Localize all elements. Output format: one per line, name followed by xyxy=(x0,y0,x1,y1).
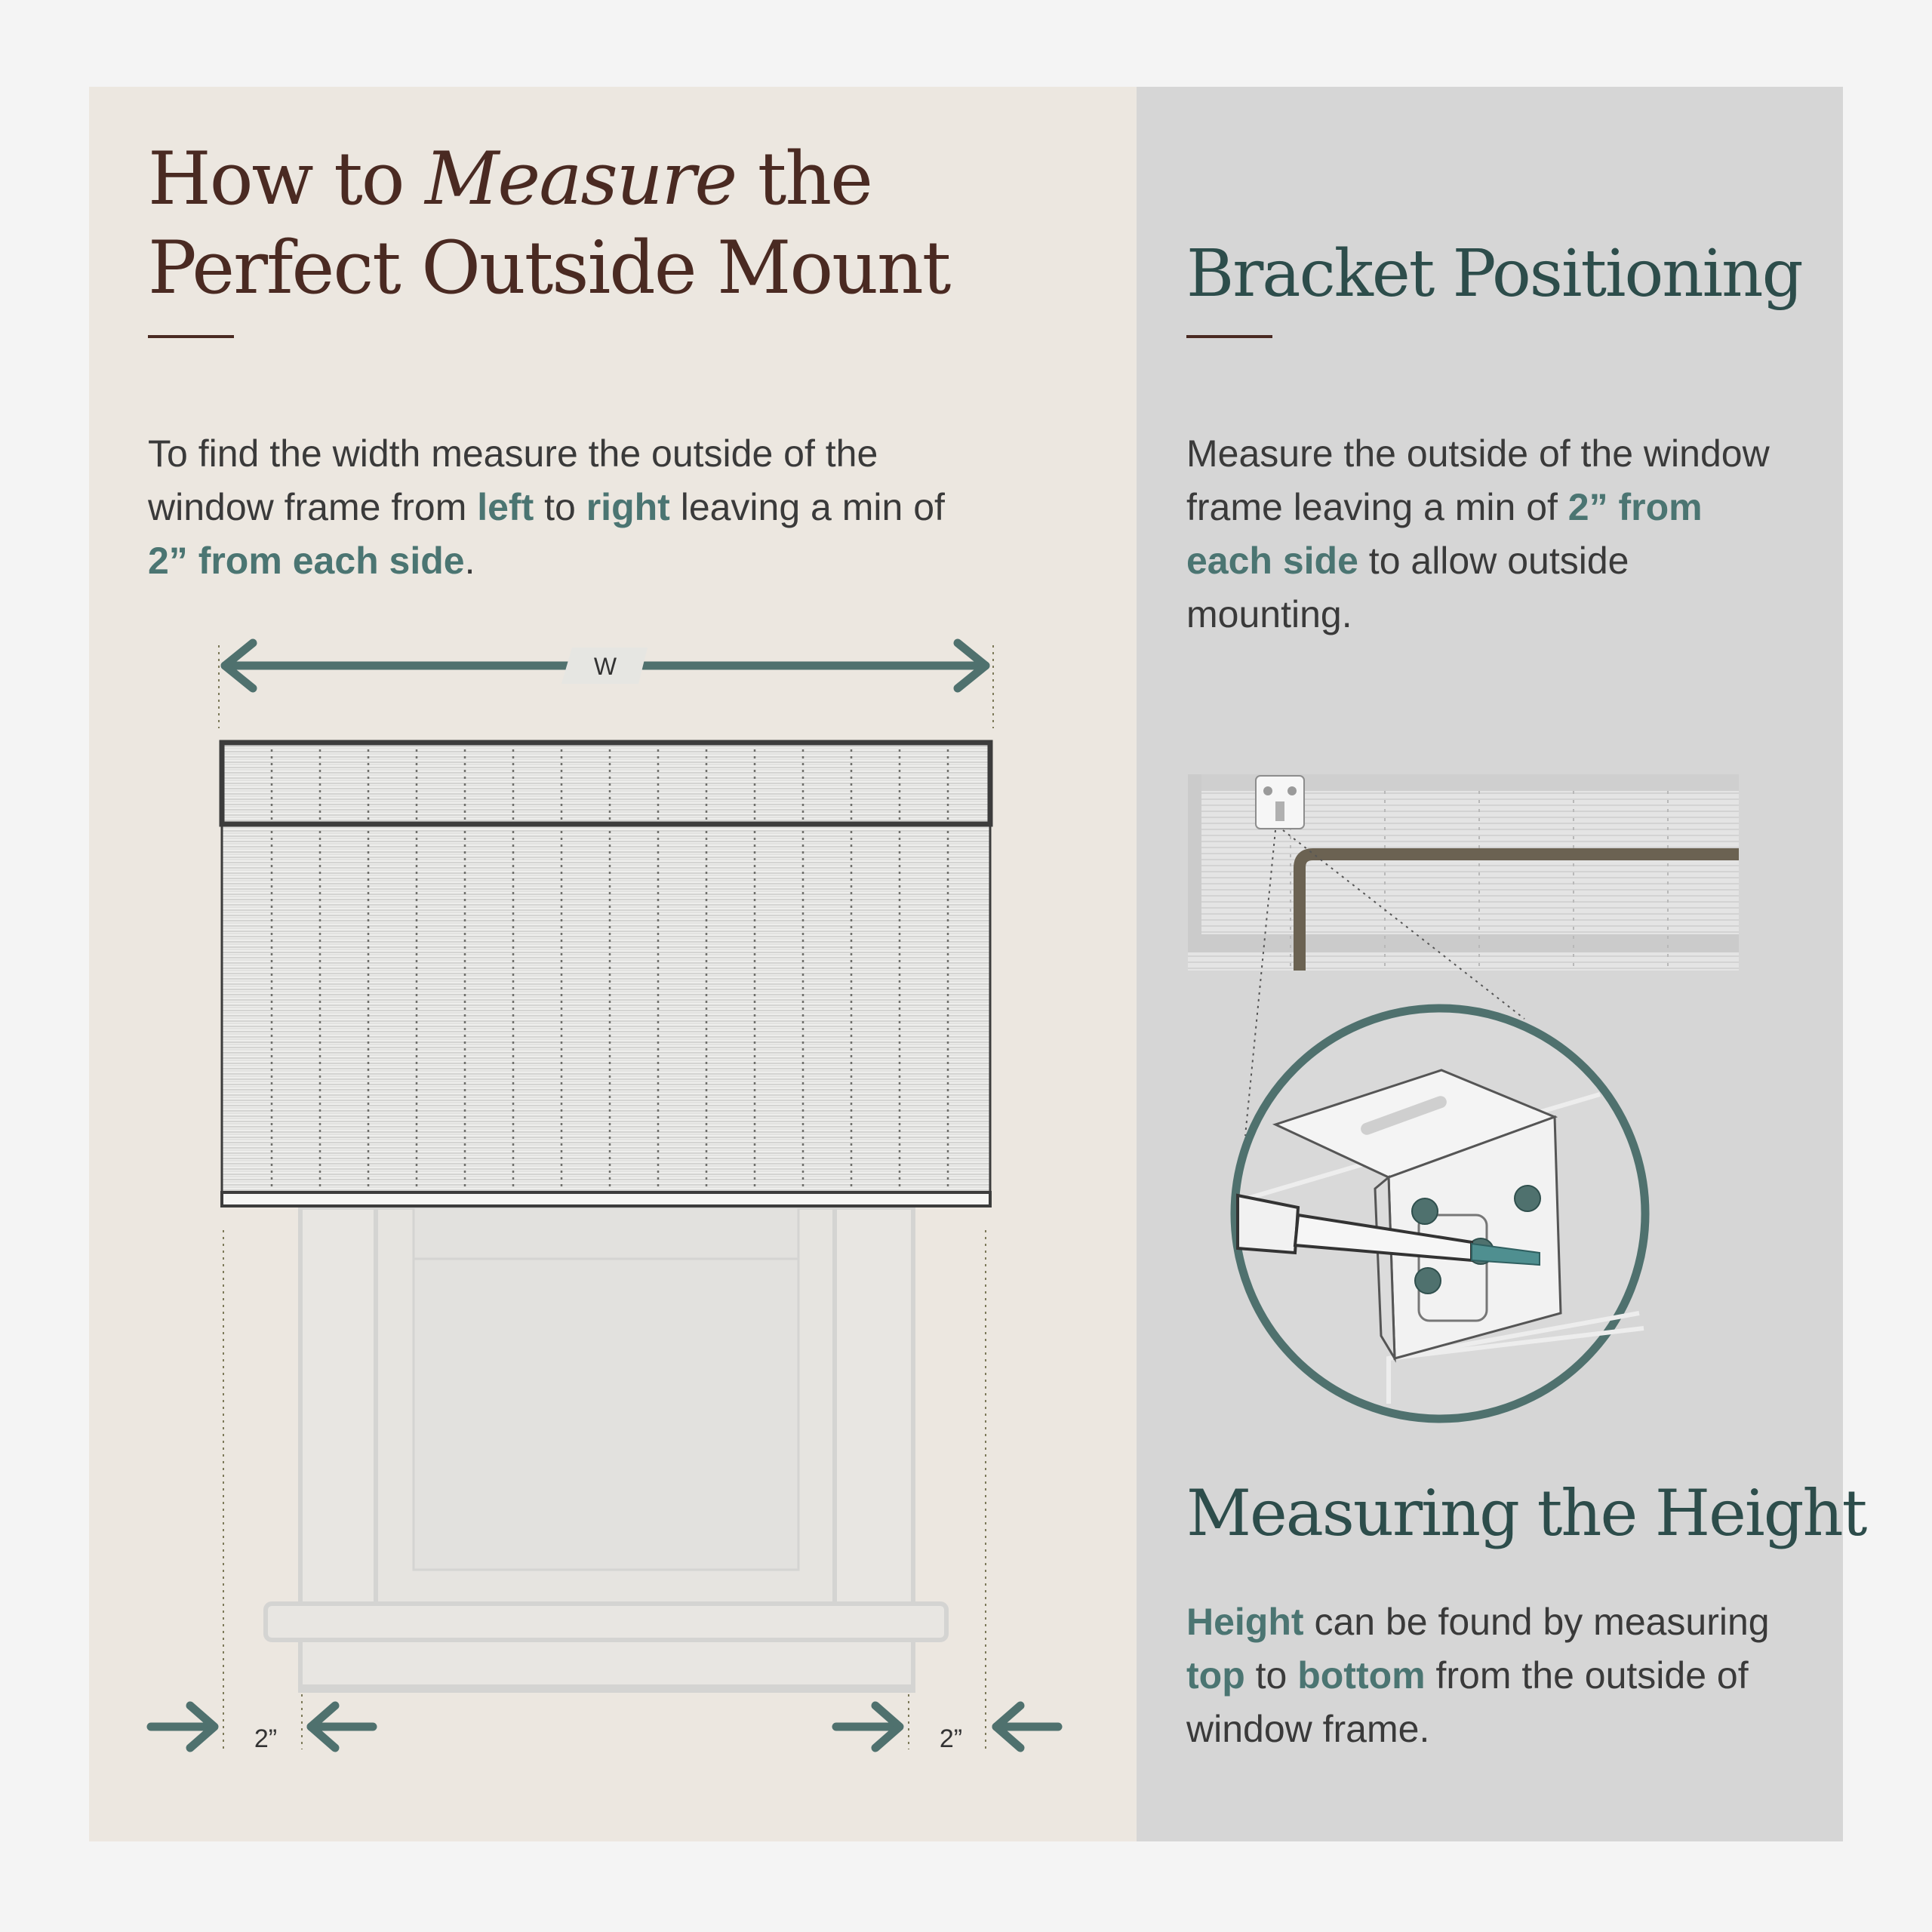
width-instructions: To find the width measure the outside of… xyxy=(148,432,945,582)
window-frame-illustration xyxy=(263,1205,949,1693)
bracket-closeup-illustration xyxy=(1230,1004,1650,1423)
highlight-two-inch-bracket: 2” from each side xyxy=(1186,486,1703,582)
title-emphasis: Measure xyxy=(425,137,737,221)
bracket-title: Bracket Positioning xyxy=(1186,236,1804,312)
width-label-badge xyxy=(561,648,648,684)
width-arrow xyxy=(220,638,990,693)
width-guides xyxy=(218,645,994,1749)
bracket-top-view-illustration xyxy=(1188,774,1739,971)
screwdriver-icon xyxy=(1236,1193,1540,1266)
title-underline-right xyxy=(1186,335,1272,338)
highlight-left: left xyxy=(477,486,534,528)
left-gap-label: 2” xyxy=(254,1724,277,1753)
highlight-two-inch: 2” from each side xyxy=(148,540,465,582)
right-gap-label: 2” xyxy=(940,1724,962,1753)
highlight-height: Height xyxy=(1186,1601,1304,1643)
width-label: W xyxy=(594,653,617,680)
title-underline-left xyxy=(148,335,234,338)
highlight-bottom: bottom xyxy=(1297,1654,1426,1697)
bracket-instructions: Measure the outside of the window frame … xyxy=(1186,432,1770,635)
height-title: Measuring the Height xyxy=(1186,1476,1867,1550)
height-instructions: Height can be found by measuring top to … xyxy=(1186,1601,1770,1750)
highlight-right: right xyxy=(586,486,670,528)
highlight-top: top xyxy=(1186,1654,1245,1697)
roller-shade-illustration xyxy=(219,740,993,1208)
gap-arrows xyxy=(146,1701,1063,1752)
